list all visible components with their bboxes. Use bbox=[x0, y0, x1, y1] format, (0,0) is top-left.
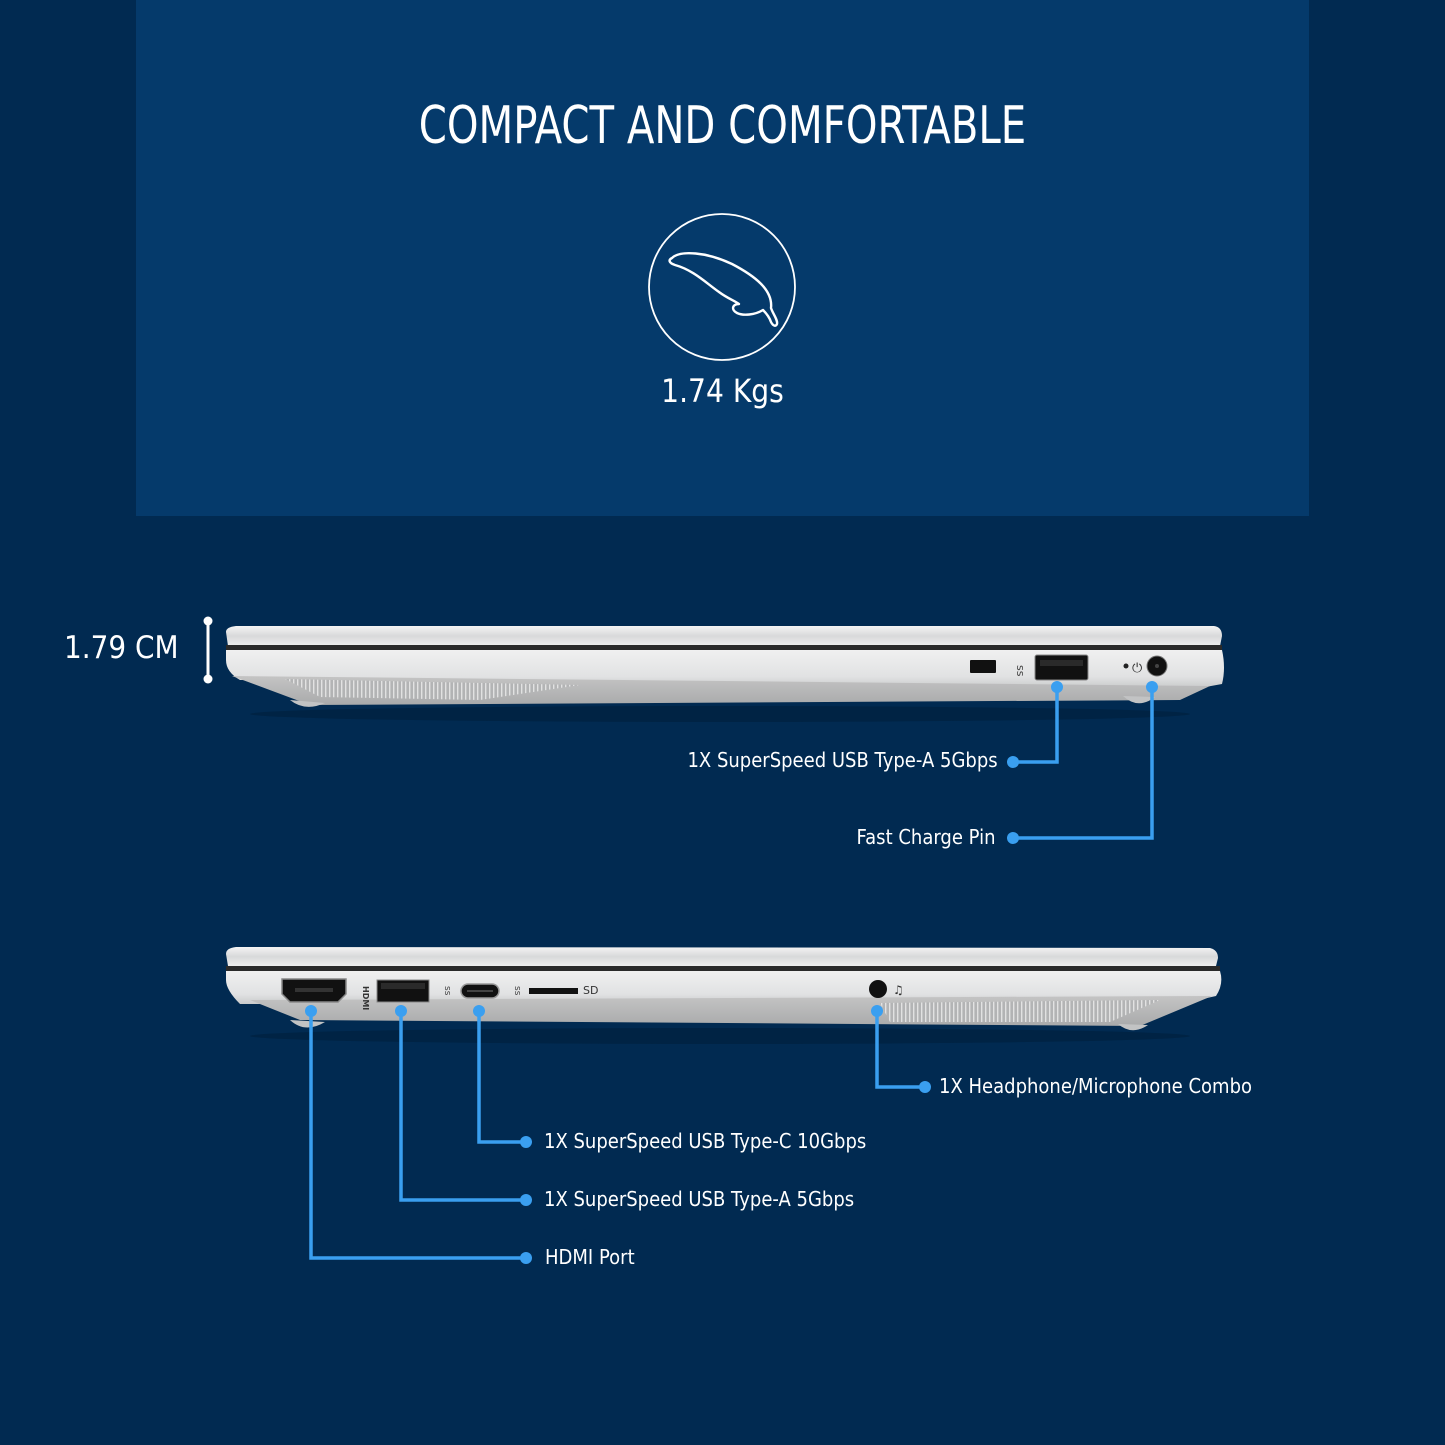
svg-text:HDMI: HDMI bbox=[361, 986, 370, 1010]
feather-icon bbox=[647, 212, 797, 362]
callout-fast-charge-pin: Fast Charge Pin bbox=[856, 825, 996, 849]
usb-c-port bbox=[461, 984, 499, 998]
callout-usb-a-left: 1X SuperSpeed USB Type-A 5Gbps bbox=[544, 1187, 855, 1211]
svg-text:♫: ♫ bbox=[893, 983, 904, 997]
headset-icon bbox=[892, 982, 904, 996]
hdmi-port bbox=[282, 979, 346, 1002]
page-title: COMPACT AND COMFORTABLE bbox=[418, 96, 1027, 156]
dc-power-jack bbox=[1147, 656, 1167, 676]
sd-card-slot bbox=[529, 988, 578, 994]
callout-usb-a-right: 1X SuperSpeed USB Type-A 5Gbps bbox=[687, 748, 998, 772]
callout-usb-c: 1X SuperSpeed USB Type-C 10Gbps bbox=[544, 1129, 867, 1153]
dimension-bar-icon bbox=[201, 616, 215, 686]
svg-text:⏻: ⏻ bbox=[1132, 661, 1142, 676]
lock-slot bbox=[970, 660, 996, 673]
sd-label: SD bbox=[583, 984, 599, 997]
usb-a-port-left bbox=[377, 980, 429, 1002]
svg-text:ss: ss bbox=[1014, 665, 1027, 677]
usb-a-port-right bbox=[1035, 655, 1088, 680]
callout-hdmi: HDMI Port bbox=[545, 1245, 635, 1269]
svg-text:ss: ss bbox=[512, 986, 522, 996]
security-lock-slot bbox=[970, 660, 996, 673]
audio-jack bbox=[869, 980, 887, 998]
svg-text:ss: ss bbox=[442, 986, 452, 996]
callout-audio-combo: 1X Headphone/Microphone Combo bbox=[939, 1074, 1253, 1098]
weight-value: 1.74 Kgs bbox=[661, 372, 784, 410]
thickness-value: 1.79 CM bbox=[64, 630, 179, 666]
hero-panel bbox=[136, 0, 1309, 516]
